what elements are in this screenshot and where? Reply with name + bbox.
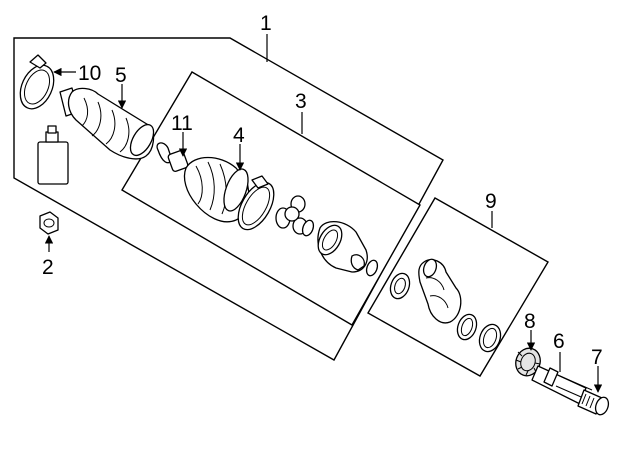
callout-4: 4 xyxy=(233,124,245,147)
boot-seal-part[interactable] xyxy=(387,271,413,302)
callout-5: 5 xyxy=(115,64,127,87)
grease-packet-part[interactable] xyxy=(37,125,69,185)
inner-housing-part[interactable] xyxy=(313,221,368,273)
callout-6: 6 xyxy=(553,330,565,353)
boot-clamp-part[interactable] xyxy=(231,175,281,236)
callout-11: 11 xyxy=(171,112,193,135)
callout-10: 10 xyxy=(78,62,101,85)
boot-ring-small-part[interactable] xyxy=(454,312,480,343)
callout-2: 2 xyxy=(42,256,54,279)
callout-8: 8 xyxy=(524,310,536,333)
boot-ring-large-part[interactable] xyxy=(476,321,504,354)
callout-1: 1 xyxy=(260,12,272,35)
boot-kit-panel xyxy=(367,197,549,377)
callout-7: 7 xyxy=(591,346,603,369)
snap-ring-part[interactable] xyxy=(301,219,316,237)
callout-9: 9 xyxy=(485,190,497,213)
hex-nut-part[interactable] xyxy=(39,211,59,235)
outer-cv-joint-part[interactable] xyxy=(59,87,158,160)
splined-shaft-end-part[interactable] xyxy=(577,389,611,417)
outer-boot-part[interactable] xyxy=(418,257,462,324)
callout-3: 3 xyxy=(295,90,307,113)
o-ring-part[interactable] xyxy=(365,259,380,277)
clamp-ring-part[interactable] xyxy=(14,54,61,114)
